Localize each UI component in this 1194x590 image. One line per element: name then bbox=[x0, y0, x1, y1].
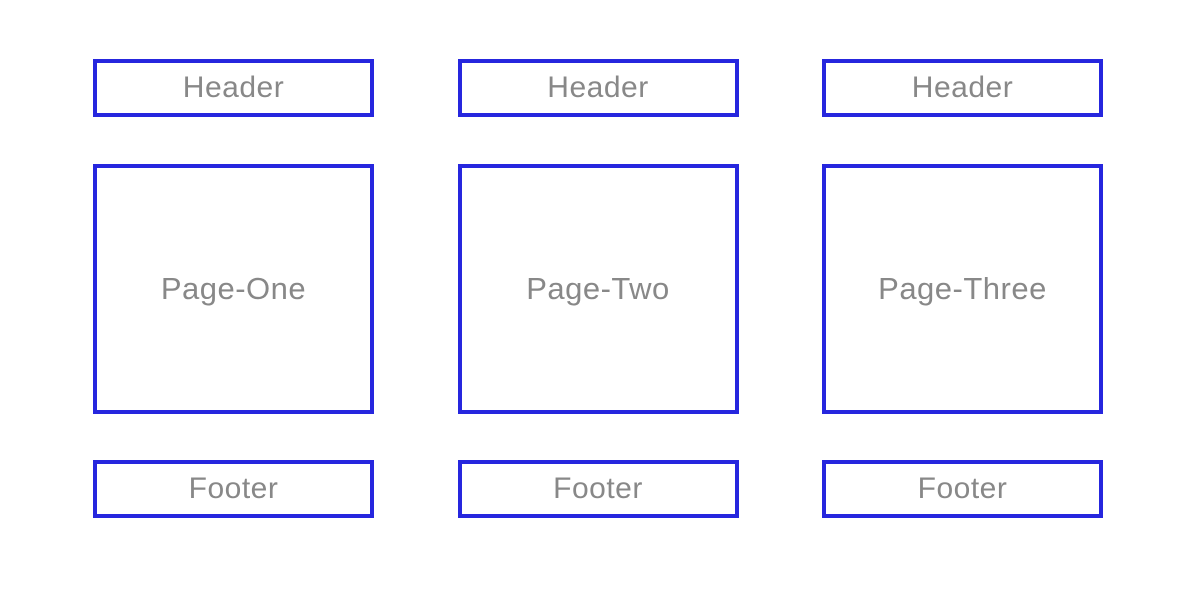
header-box: Header bbox=[822, 59, 1103, 117]
columns-container: Header Page-One Footer Header Page-Two F… bbox=[93, 0, 1103, 590]
page-three-label: Page-Three bbox=[878, 271, 1047, 306]
footer-label: Footer bbox=[553, 472, 643, 505]
column-page-three: Header Page-Three Footer bbox=[822, 0, 1103, 590]
page-three-box: Page-Three bbox=[822, 164, 1103, 414]
page-two-box: Page-Two bbox=[457, 164, 739, 414]
header-label: Header bbox=[911, 71, 1014, 104]
footer-label: Footer bbox=[917, 472, 1008, 505]
footer-box: Footer bbox=[457, 460, 739, 518]
column-page-one: Header Page-One Footer bbox=[93, 0, 374, 590]
page-one-label: Page-One bbox=[160, 271, 307, 306]
footer-box: Footer bbox=[93, 460, 374, 518]
column-page-two: Header Page-Two Footer bbox=[457, 0, 739, 590]
page-one-box: Page-One bbox=[93, 164, 374, 414]
footer-label: Footer bbox=[188, 472, 279, 505]
header-label: Header bbox=[547, 71, 649, 104]
footer-box: Footer bbox=[822, 460, 1103, 518]
header-label: Header bbox=[182, 71, 285, 104]
header-box: Header bbox=[93, 59, 374, 117]
page-two-label: Page-Two bbox=[526, 271, 670, 306]
header-box: Header bbox=[457, 59, 739, 117]
